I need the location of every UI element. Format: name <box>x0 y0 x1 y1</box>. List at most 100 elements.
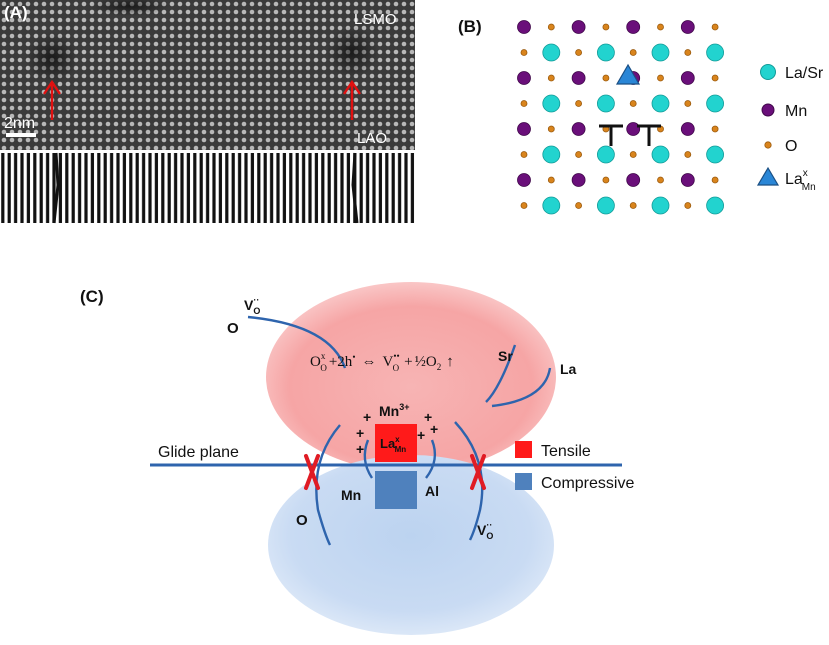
mn-atom <box>571 20 586 34</box>
lasr-atom <box>706 94 724 113</box>
o-atom <box>520 151 528 158</box>
vo-top-label: V··O <box>244 295 260 316</box>
legend-lasr-swatch <box>760 64 776 80</box>
lasr-atom <box>651 145 670 164</box>
glide-plane-label: Glide plane <box>158 444 239 461</box>
mn-atom <box>680 173 695 187</box>
o-atom <box>629 49 637 56</box>
o-atom <box>684 151 692 158</box>
scale-bar <box>6 133 36 137</box>
plus-1: + <box>363 409 371 425</box>
red-arrow-left <box>43 79 61 120</box>
plus-2: + <box>356 425 364 441</box>
lasr-atom <box>651 43 670 62</box>
mn-atom <box>517 20 531 34</box>
x-mark-right <box>470 454 486 490</box>
o-atom <box>602 23 610 31</box>
fringe-distortion-right <box>351 152 359 224</box>
o-atom <box>575 100 582 107</box>
bottom-layer-label: LAO <box>357 130 387 147</box>
legend-compressive-swatch <box>515 473 532 490</box>
dislocation-core-left <box>26 32 78 84</box>
lasr-atom <box>597 43 615 62</box>
dislocation-symbols <box>599 124 661 146</box>
o-top-label: O <box>227 320 239 337</box>
lasr-atom <box>542 94 561 113</box>
legend-lasr-text: La/Sr <box>785 65 824 82</box>
o-atom <box>684 100 692 107</box>
panel-c-label: (C) <box>80 287 104 306</box>
legend-mn-swatch <box>761 103 775 117</box>
legend-o-text: O <box>785 138 797 155</box>
panel-b-label: (B) <box>458 17 482 36</box>
mn-atom <box>680 71 695 85</box>
dark-cloud <box>90 0 170 16</box>
o-atom <box>629 100 637 107</box>
lasr-atom <box>706 196 724 215</box>
o-atom <box>711 176 719 184</box>
bond-arcs <box>247 315 552 546</box>
mn-atom <box>517 122 531 136</box>
o-atom <box>684 49 692 56</box>
o-atom <box>711 125 719 133</box>
panel-a: (A) LSMO LAO 2nm <box>0 0 415 224</box>
legend-compressive-text: Compressive <box>541 475 634 492</box>
scale-bar-label: 2nm <box>4 115 35 132</box>
o-atom <box>575 49 582 56</box>
o-atom <box>657 23 664 31</box>
o-atom <box>657 176 664 184</box>
plus-5: + <box>430 421 438 437</box>
o-atom <box>657 74 664 82</box>
mn-atom <box>626 173 641 187</box>
legend-tensile-swatch <box>515 441 532 458</box>
o-atom <box>711 23 719 31</box>
fringe-distortion-left <box>52 152 60 224</box>
compressive-square <box>375 471 417 509</box>
top-layer-label: LSMO <box>354 11 397 28</box>
legend-mn-text: Mn <box>785 103 807 120</box>
o-atom <box>520 100 528 107</box>
o-atom <box>520 49 528 56</box>
lasr-atom <box>597 145 615 164</box>
lasr-atom <box>651 196 670 215</box>
o-atom <box>520 202 528 209</box>
o-atom <box>602 74 610 82</box>
lasr-atom <box>597 196 615 215</box>
mn-atom <box>680 20 695 34</box>
mn-label: Mn <box>341 487 361 503</box>
o-atom <box>575 202 582 209</box>
red-arrow-right <box>343 79 361 120</box>
x-mark-left <box>304 454 320 490</box>
plus-3: + <box>356 441 364 457</box>
tensile-square <box>375 424 417 462</box>
vo-bottom-label: V··O <box>477 520 493 541</box>
o-atom <box>575 151 582 158</box>
mn-atom <box>517 71 531 85</box>
plus-6: + <box>417 427 425 443</box>
o-atom <box>684 202 692 209</box>
mn-atom <box>626 122 641 136</box>
al-label: Al <box>425 483 439 499</box>
o-bottom-label: O <box>296 512 308 529</box>
o-atom <box>629 151 637 158</box>
mn-atom <box>680 122 695 136</box>
mn-atom <box>571 173 586 187</box>
lasr-atom <box>542 145 561 164</box>
o-atom <box>547 176 555 184</box>
tensile-region <box>266 282 556 472</box>
lasr-atom <box>542 196 561 215</box>
mn-atom <box>571 122 586 136</box>
mn-atom <box>626 20 641 34</box>
crystal-lattice <box>517 20 724 215</box>
o-atom <box>711 74 719 82</box>
mn3-label: Mn3+ <box>379 402 409 419</box>
mn-atom <box>571 71 586 85</box>
panel-a-label: (A) <box>4 3 28 22</box>
lasr-atom <box>542 43 561 62</box>
